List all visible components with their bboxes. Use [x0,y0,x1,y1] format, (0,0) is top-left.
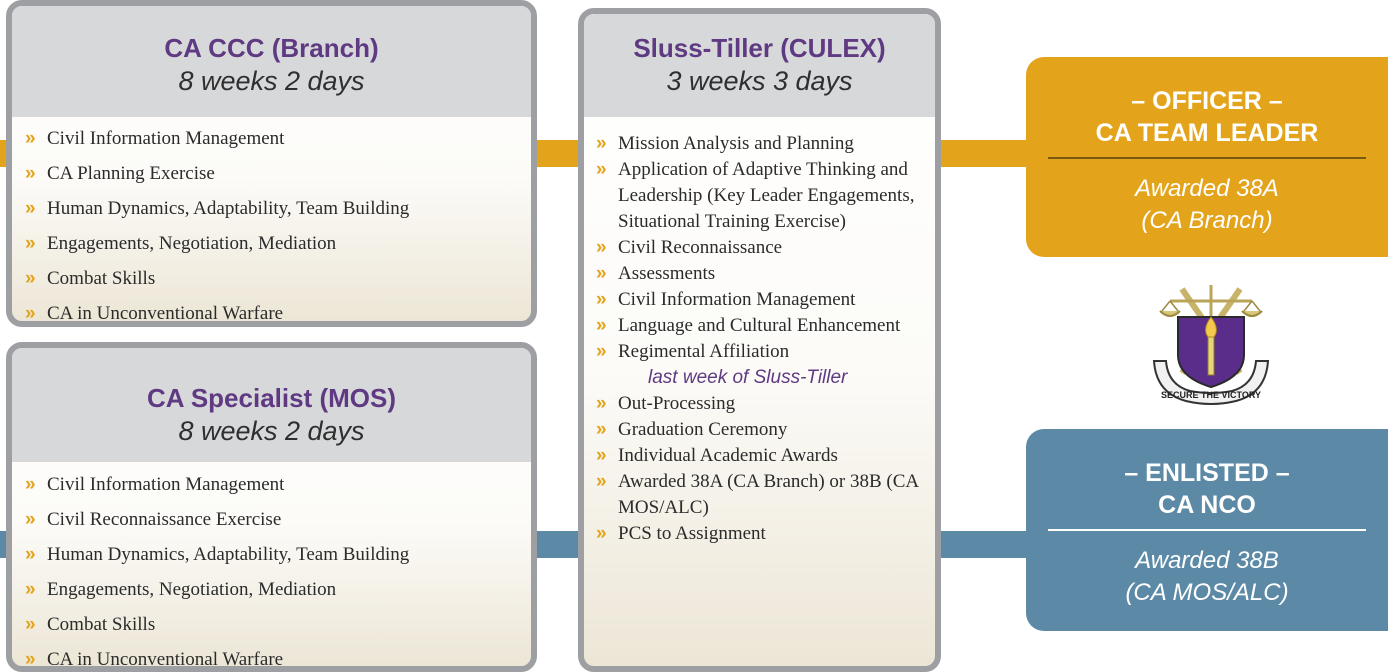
chevron-bullet-icon: » [596,237,607,258]
torch-icon [1205,316,1217,376]
chevron-bullet-icon: » [596,393,607,414]
list-item: »Civil Reconnaissance [593,235,933,261]
chevron-bullet-icon: » [596,341,607,362]
chevron-bullet-icon: » [25,128,36,149]
list-item: »Awarded 38A (CA Branch) or 38B (CA MOS/… [596,471,919,518]
civil-affairs-regimental-insignia-icon: SECURE THE VICTORY [1152,285,1270,405]
list-item: »Assessments [593,261,933,287]
list-item: »Graduation Ceremony [593,417,933,443]
chevron-bullet-icon: » [25,163,36,184]
list-item: »Civil Information Management [593,287,933,313]
insignia-motto: SECURE THE VICTORY [1161,390,1261,400]
officer-outcome-box: – OFFICER – CA TEAM LEADER Awarded 38A (… [1026,57,1388,257]
chevron-bullet-icon: » [25,233,36,254]
officer-outcome-label: – OFFICER – [1131,87,1283,115]
chevron-bullet-icon: » [596,289,607,310]
list-item: »Human Dynamics, Adaptability, Team Buil… [22,542,531,568]
list-item: »CA in Unconventional Warfare [22,301,531,324]
list-item: »Engagements, Negotiation, Mediation [22,231,531,257]
list-item: »Civil Information Management [22,472,531,498]
chevron-bullet-icon: » [25,544,36,565]
enlisted-outcome-label: – ENLISTED – [1124,459,1290,487]
officer-award-line: Awarded 38A [1135,175,1279,202]
culex-course-duration: 3 weeks 3 days [666,66,853,96]
list-item: »PCS to Assignment [593,521,933,547]
list-item: »Combat Skills [22,612,531,638]
enlisted-award-line: Awarded 38B [1135,547,1279,574]
chevron-bullet-icon: » [25,198,36,219]
list-item: »Individual Academic Awards [593,443,933,469]
chevron-bullet-icon: » [25,268,36,289]
chevron-bullet-icon: » [596,471,607,492]
chevron-bullet-icon: » [596,523,607,544]
chevron-bullet-icon: » [25,579,36,600]
culex-course-topics: »Mission Analysis and Planning »Applicat… [593,131,933,547]
officer-outcome-role: CA TEAM LEADER [1095,119,1319,147]
culex-course-title: Sluss-Tiller (CULEX) [633,33,886,63]
mos-course-card: CA Specialist (MOS) 8 weeks 2 days »Civi… [6,342,537,672]
chevron-bullet-icon: » [25,509,36,530]
enlisted-outcome-box: – ENLISTED – CA NCO Awarded 38B (CA MOS/… [1026,429,1388,631]
list-item: »Combat Skills [22,266,531,292]
list-item: »Application of Adaptive Thinking and Le… [596,159,915,232]
enlisted-award-detail: (CA MOS/ALC) [1125,579,1289,606]
list-item: »Civil Information Management [22,126,531,152]
chevron-bullet-icon: » [596,133,607,154]
list-item: »Mission Analysis and Planning [593,131,933,157]
branch-course-duration: 8 weeks 2 days [178,66,365,96]
branch-course-topics: »Civil Information Management »CA Planni… [22,126,531,324]
mos-course-title: CA Specialist (MOS) [147,383,396,413]
chevron-bullet-icon: » [596,419,607,440]
chevron-bullet-icon: » [596,445,607,466]
chevron-bullet-icon: » [25,649,36,670]
scales-of-justice-icon [1159,285,1263,317]
chevron-bullet-icon: » [596,315,607,336]
culex-course-card: Sluss-Tiller (CULEX) 3 weeks 3 days »Mis… [578,8,941,672]
chevron-bullet-icon: » [25,614,36,635]
chevron-bullet-icon: » [596,159,607,180]
culex-course-header: Sluss-Tiller (CULEX) 3 weeks 3 days [584,14,935,117]
list-item: »CA in Unconventional Warfare [22,647,531,670]
motto-scroll-icon [1152,360,1270,405]
divider [1047,157,1367,159]
branch-course-card: CA CCC (Branch) 8 weeks 2 days »Civil In… [6,0,537,327]
chevron-bullet-icon: » [25,474,36,495]
mos-course-topics: »Civil Information Management »Civil Rec… [22,472,531,670]
list-item: »CA Planning Exercise [22,161,531,187]
enlisted-outcome-role: CA NCO [1158,491,1256,519]
branch-course-title: CA CCC (Branch) [164,33,379,63]
chevron-bullet-icon: » [25,303,36,324]
chevron-bullet-icon: » [596,263,607,284]
list-item: »Out-Processing [593,391,933,417]
list-item: »Human Dynamics, Adaptability, Team Buil… [22,196,531,222]
mos-course-duration: 8 weeks 2 days [178,416,365,446]
list-item: »Civil Reconnaissance Exercise [22,507,531,533]
list-item: »Engagements, Negotiation, Mediation [22,577,531,603]
officer-award-detail: (CA Branch) [1141,207,1273,234]
branch-course-header: CA CCC (Branch) 8 weeks 2 days [12,6,531,117]
mos-course-header: CA Specialist (MOS) 8 weeks 2 days [12,348,531,462]
divider [1047,529,1367,531]
schedule-note: last week of Sluss-Tiller [648,367,848,388]
list-item: »Language and Cultural Enhancement [593,313,933,339]
